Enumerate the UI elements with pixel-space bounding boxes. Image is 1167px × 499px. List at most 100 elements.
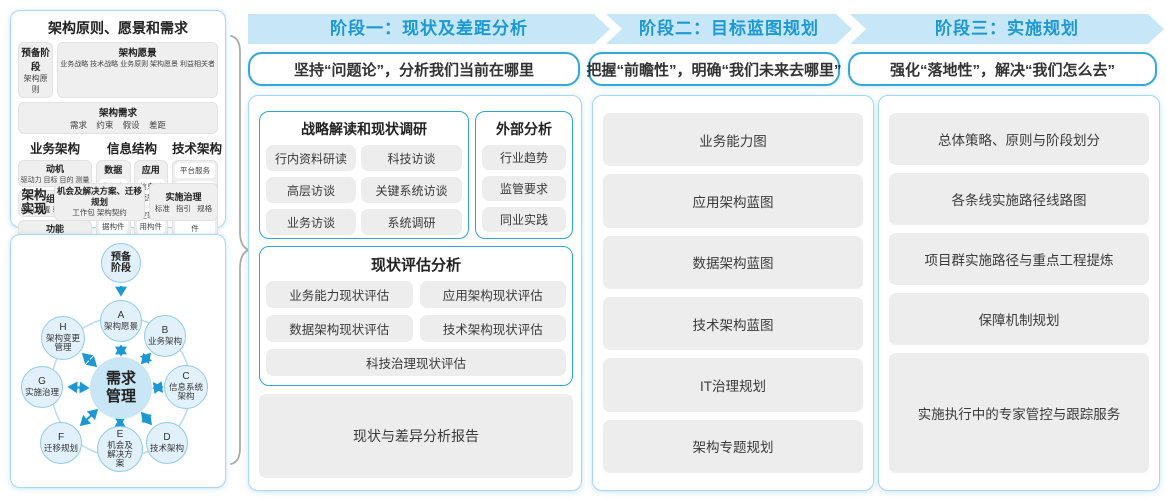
- node-letter: A: [117, 310, 125, 322]
- information-structure-column: 信息结构 数据 数据实体 逻辑数据构件 物理数据构件 应用 信息系统服务 逻辑应…: [96, 138, 168, 266]
- information-structure-header: 信息结构: [106, 142, 157, 156]
- survey-item: 行内资料研读: [266, 145, 357, 171]
- external-analysis-group: 外部分析 行业趋势 监管要求 同业实践: [475, 111, 573, 239]
- survey-items-grid: 行内资料研读 科技访谈 高层访谈 关键系统访谈 业务访谈 系统调研: [266, 145, 462, 235]
- wheel-node-c: C 信息系统架构: [164, 365, 208, 409]
- wheel-node-g: G 实施治理: [21, 366, 63, 408]
- node-label: 架构变更管理: [45, 333, 80, 353]
- function-title: 功能: [45, 224, 64, 234]
- prep-vision-row: 预备阶段 架构原则 架构愿景 业务战略 技术战略 业务原则 架构愿景 利益相关者: [18, 42, 218, 98]
- phase1-header-band: 阶段一：现状及差距分析: [248, 14, 610, 44]
- assessment-item: 业务能力现状评估: [266, 281, 413, 308]
- wheel-node-b: B 业务架构: [144, 315, 186, 357]
- architecture-vision-box: 架构愿景 业务战略 技术战略 业务原则 架构愿景 利益相关者: [57, 42, 218, 98]
- application-header: 应用: [141, 165, 160, 175]
- node-label: 实施治理: [24, 386, 59, 397]
- motivation-box: 动机 驱动力 目标 目的 测量: [18, 160, 92, 187]
- assessment-items-grid: 业务能力现状评估 应用架构现状评估 数据架构现状评估 技术架构现状评估 科技治理…: [266, 281, 566, 376]
- phase3-item: 实施执行中的专家管控与跟踪服务: [889, 353, 1149, 473]
- business-architecture-column: 业务架构 动机 驱动力 目标 目的 测量 组织 组织 位置 驱动者 角色 功能 …: [18, 138, 92, 247]
- node-label: 业务架构: [147, 335, 182, 346]
- wheel-node-preparation: 预备阶段: [101, 243, 141, 283]
- panel-title: 架构原则、愿景和需求: [48, 20, 188, 36]
- node-letter: B: [161, 325, 169, 337]
- node-letter: F: [57, 432, 65, 444]
- phase2-header-band: 阶段二：目标蓝图规划: [606, 14, 852, 44]
- node-letter: D: [163, 432, 171, 444]
- gap-analysis-report-box: 现状与差异分析报告: [259, 394, 573, 478]
- phase2-subtitle: 把握“前瞻性”，明确“我们未来去哪里”: [587, 52, 842, 86]
- node-letter: C: [182, 371, 190, 383]
- wheel-node-a: A 架构愿景: [100, 300, 142, 342]
- node-letter: E: [116, 428, 124, 440]
- survey-group-title: 战略解读和现状调研: [301, 121, 427, 137]
- phase2-item: 业务能力图: [603, 113, 863, 167]
- node-label: 技术架构: [149, 442, 184, 453]
- phase3-item: 保障机制规划: [889, 293, 1149, 346]
- architecture-content-panel: 架构原则、愿景和需求 预备阶段 架构原则 架构愿景 业务战略 技术战略 业务原则…: [10, 10, 226, 266]
- phase1-content-panel: 战略解读和现状调研 行内资料研读 科技访谈 高层访谈 关键系统访谈 业务访谈 系…: [248, 95, 582, 491]
- strategy-survey-group: 战略解读和现状调研 行内资料研读 科技访谈 高层访谈 关键系统访谈 业务访谈 系…: [259, 111, 469, 239]
- wheel-prep-label: 预备阶段: [111, 251, 131, 275]
- assessment-item: 数据架构现状评估: [266, 315, 413, 342]
- architecture-domain-columns: 业务架构 动机 驱动力 目标 目的 测量 组织 组织 位置 驱动者 角色 功能 …: [18, 138, 223, 266]
- requirements-title: 架构需求: [98, 108, 137, 119]
- phase1-subtitle: 坚持“问题论”，分析我们当前在哪里: [248, 52, 580, 86]
- node-letter: G: [38, 376, 46, 388]
- architecture-realization-row: 架构实现 机会及解决方案、迁移规划 工作包 架构契约 实施治理 标准 指引 规格: [18, 183, 218, 221]
- node-label: 信息系统架构: [168, 382, 203, 402]
- survey-item: 科技访谈: [361, 145, 462, 171]
- survey-item: 高层访谈: [266, 177, 357, 203]
- phase2-item: 技术架构蓝图: [603, 296, 863, 351]
- motivation-title: 动机: [45, 164, 64, 174]
- phase2-item: 应用架构蓝图: [603, 174, 863, 228]
- assessment-item: 技术架构现状评估: [419, 315, 566, 342]
- business-architecture-header: 业务架构: [29, 142, 80, 156]
- node-label: 机会及解决方案: [107, 439, 133, 468]
- external-group-title: 外部分析: [496, 121, 552, 137]
- technology-item: 平台服务: [175, 163, 215, 178]
- node-letter: H: [59, 322, 67, 334]
- wheel-center-label: 需求管理: [105, 370, 136, 405]
- current-assessment-group: 现状评估分析 业务能力现状评估 应用架构现状评估 数据架构现状评估 技术架构现状…: [259, 246, 573, 386]
- wheel-node-d: D 技术架构: [146, 422, 188, 464]
- architecture-requirements-box: 架构需求 需求 约束 假设 差距: [18, 102, 218, 134]
- assessment-item-wide: 科技治理现状评估: [266, 349, 566, 376]
- node-label: 迁移规划: [43, 442, 78, 453]
- requirements-text: 需求 约束 假设 差距: [69, 120, 167, 130]
- external-item: 行业趋势: [482, 145, 566, 170]
- motivation-text: 驱动力 目标 目的 测量: [20, 177, 90, 184]
- opportunity-text: 工作包 架构契约: [72, 207, 127, 217]
- assessment-item: 应用架构现状评估: [419, 281, 566, 308]
- realization-label: 架构实现: [21, 187, 47, 216]
- phase3-header-band: 阶段三：实施规划: [850, 14, 1164, 44]
- adm-wheel-panel: 预备阶段 A 架构愿景 B 业务架构 C 信息系统架构 D 技术架构 E 机会及…: [10, 234, 226, 488]
- phase3-content-panel: 总体策略、原则与阶段划分 各条线实施路径线路图 项目群实施路径与重点工程提炼 保…: [878, 95, 1160, 491]
- phase2-item: 数据架构蓝图: [603, 235, 863, 289]
- phase3-item: 总体策略、原则与阶段划分: [889, 113, 1149, 166]
- technology-architecture-header: 技术架构: [172, 142, 223, 156]
- node-label: 架构愿景: [103, 320, 138, 331]
- survey-item: 系统调研: [361, 209, 462, 235]
- external-item: 同业实践: [482, 207, 566, 232]
- survey-item: 业务访谈: [266, 209, 357, 235]
- wheel-node-h: H 架构变更管理: [41, 316, 85, 360]
- vision-title: 架构愿景: [118, 48, 157, 59]
- opportunity-title: 机会及解决方案、迁移规划: [57, 186, 143, 207]
- wheel-node-f: F 迁移规划: [40, 422, 82, 464]
- phase3-item: 项目群实施路径与重点工程提炼: [889, 233, 1149, 286]
- governance-title: 实施治理: [165, 192, 202, 202]
- external-item: 监管要求: [482, 176, 566, 201]
- implementation-governance-box: 实施治理 标准 指引 规格: [149, 183, 218, 221]
- phase3-subtitle: 强化“落地性”，解决“我们怎么去”: [848, 52, 1157, 86]
- assessment-group-title: 现状评估分析: [370, 257, 461, 274]
- prep-text: 架构原则: [23, 74, 48, 94]
- wheel-center-requirements-management: 需求管理: [90, 357, 152, 419]
- prep-title: 预备阶段: [21, 48, 50, 73]
- governance-text: 标准 指引 规格: [154, 204, 213, 213]
- technology-architecture-column: 技术架构 平台服务 逻辑技术构件 物理技术构件: [172, 138, 223, 239]
- phase2-item: 架构专题规划: [603, 419, 863, 473]
- opportunity-migration-box: 机会及解决方案、迁移规划 工作包 架构契约: [54, 183, 146, 221]
- phase2-content-panel: 业务能力图 应用架构蓝图 数据架构蓝图 技术架构蓝图 IT治理规划 架构专题规划: [592, 95, 874, 491]
